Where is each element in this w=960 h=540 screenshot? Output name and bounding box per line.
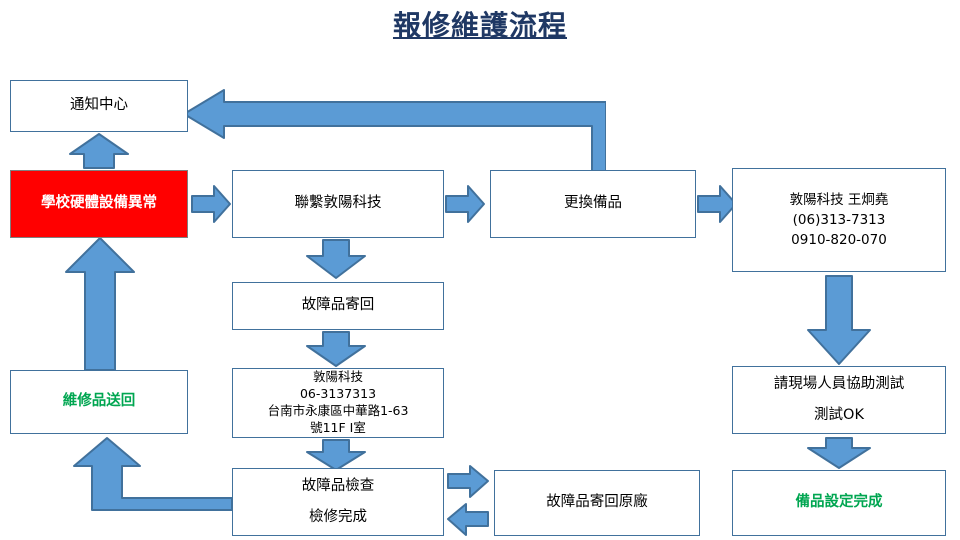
connector-inspect-faulty-to-send-to-factory xyxy=(447,465,489,498)
vendor-address-line-4: 號11F I室 xyxy=(310,419,366,435)
node-contact-vendor[interactable]: 聯繫敦陽科技 xyxy=(232,170,444,238)
node-setup-complete-label: 備品設定完成 xyxy=(795,494,883,511)
inspect-faulty-line-2: 檢修完成 xyxy=(309,509,367,525)
node-repaired-return[interactable]: 維修品送回 xyxy=(10,370,188,434)
connector-vendor-address-to-inspect-faulty xyxy=(306,439,366,471)
node-vendor-contact[interactable]: 敦陽科技 王炯堯 (06)313-7313 0910-820-070 xyxy=(732,168,946,272)
node-inspect-faulty[interactable]: 故障品檢查 檢修完成 xyxy=(232,468,444,536)
vendor-address-line-3: 台南市永康區中華路1-63 xyxy=(267,403,409,418)
connector-repaired-return-to-school-fault xyxy=(65,237,135,371)
node-contact-vendor-label: 聯繫敦陽科技 xyxy=(294,195,382,212)
node-replace-spare[interactable]: 更換備品 xyxy=(490,170,696,238)
connector-send-to-factory-to-inspect-faulty xyxy=(447,503,489,536)
connector-onsite-test-to-setup-complete xyxy=(807,437,871,469)
node-vendor-address[interactable]: 敦陽科技 06-3137313 台南市永康區中華路1-63 號11F I室 xyxy=(232,368,444,438)
vendor-contact-line-2: (06)313-7313 xyxy=(792,211,886,228)
vendor-address-line-2: 06-3137313 xyxy=(299,386,377,402)
node-replace-spare-label: 更換備品 xyxy=(564,195,622,212)
vendor-contact-line-1: 敦陽科技 王炯堯 xyxy=(789,191,889,208)
connector-return-faulty-to-vendor-address xyxy=(306,331,366,367)
node-notify-center[interactable]: 通知中心 xyxy=(10,80,188,132)
node-return-faulty[interactable]: 故障品寄回 xyxy=(232,282,444,330)
node-repaired-return-label: 維修品送回 xyxy=(62,393,136,410)
node-setup-complete[interactable]: 備品設定完成 xyxy=(732,470,946,536)
node-onsite-test[interactable]: 請現場人員協助測試 測試OK xyxy=(732,366,946,434)
connector-contact-vendor-to-return-faulty xyxy=(306,239,366,279)
connector-school-fault-to-notify-center xyxy=(69,133,129,169)
node-notify-center-label: 通知中心 xyxy=(70,97,128,114)
onsite-test-line-2: 測試OK xyxy=(814,407,864,423)
onsite-test-line-1: 請現場人員協助測試 xyxy=(773,375,905,392)
node-school-fault[interactable]: 學校硬體設備異常 xyxy=(10,170,188,238)
connector-vendor-contact-to-onsite-test xyxy=(807,275,871,365)
vendor-address-line-1: 敦陽科技 xyxy=(312,369,363,385)
node-return-faulty-label: 故障品寄回 xyxy=(301,297,375,314)
vendor-contact-line-3: 0910-820-070 xyxy=(791,232,887,249)
connector-replace-spare-to-notify-center xyxy=(183,89,606,177)
connector-school-fault-to-contact-vendor xyxy=(191,185,231,223)
inspect-faulty-line-1: 故障品檢查 xyxy=(301,477,375,494)
page-title: 報修維護流程 xyxy=(392,9,567,42)
connector-replace-spare-to-vendor-contact xyxy=(697,185,737,223)
node-send-to-factory[interactable]: 故障品寄回原廠 xyxy=(494,470,700,536)
node-send-to-factory-label: 故障品寄回原廠 xyxy=(546,494,648,511)
node-school-fault-label: 學校硬體設備異常 xyxy=(41,195,157,212)
connector-inspect-faulty-to-repaired-return xyxy=(73,437,233,511)
connector-contact-vendor-to-replace-spare xyxy=(445,185,485,223)
